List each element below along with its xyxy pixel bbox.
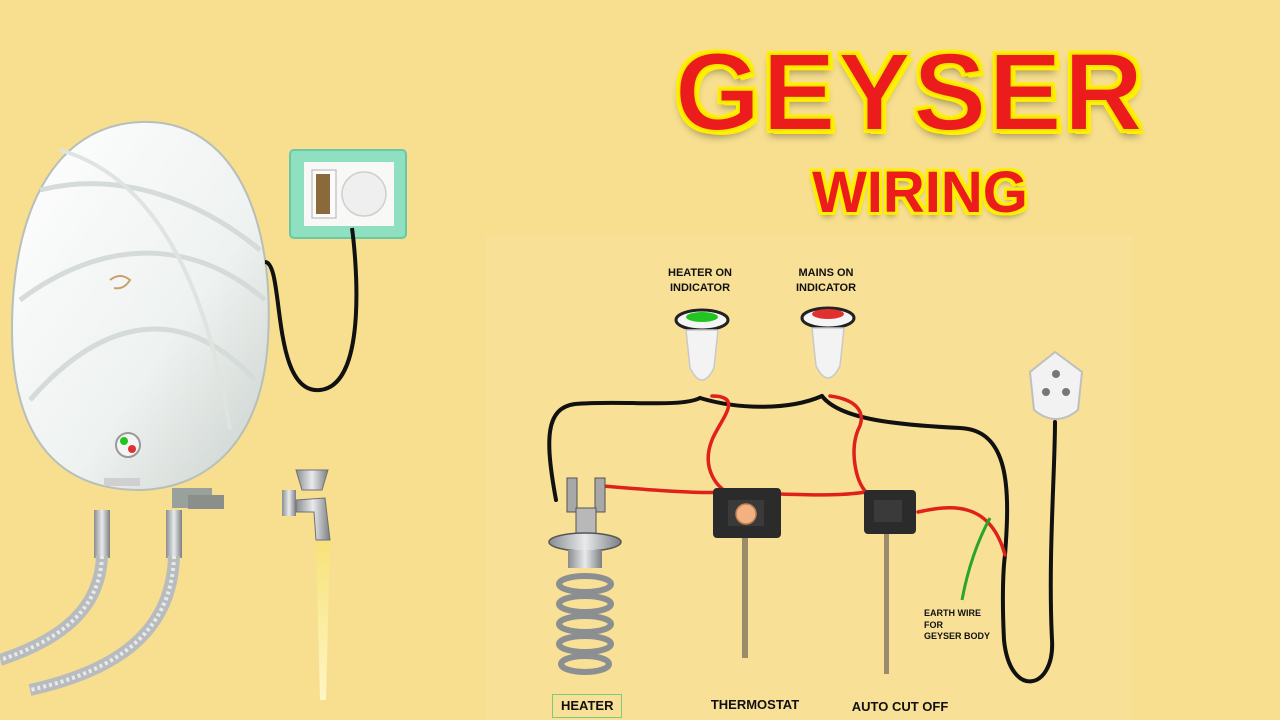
earth-wire-label-line3: GEYSER BODY xyxy=(924,631,991,642)
earth-wire-label-line2: FOR xyxy=(924,619,943,630)
mains-indicator-label: MAINS ON INDICATOR xyxy=(776,266,876,296)
heater-indicator-label-line1: HEATER ON xyxy=(668,267,732,279)
water-tap-icon[interactable] xyxy=(282,469,331,541)
heater-label: HEATER xyxy=(552,694,623,718)
wall-switch-icon[interactable] xyxy=(289,149,407,239)
geyser-hoses xyxy=(0,510,182,696)
auto-cut-off-label: AUTO CUT OFF xyxy=(851,699,949,714)
heater-indicator-lamp-icon xyxy=(674,308,730,381)
thermostat-icon xyxy=(713,488,781,658)
thermostat-label: THERMOSTAT xyxy=(710,697,800,712)
switch-cable xyxy=(264,227,359,393)
page-title: GEYSER xyxy=(674,31,1146,154)
earth-wire xyxy=(960,517,992,601)
mains-indicator-label-line2: INDICATOR xyxy=(795,281,857,294)
geyser-icon xyxy=(10,120,270,509)
three-pin-plug-icon[interactable] xyxy=(1028,350,1084,420)
neutral-wires xyxy=(547,394,1057,684)
heater-element-icon xyxy=(548,477,622,675)
earth-wire-label: EARTH WIRE FOR GEYSER BODY xyxy=(924,608,990,643)
heater-indicator-label-line2: INDICATOR xyxy=(669,281,731,294)
water-stream xyxy=(316,542,330,700)
auto-cutoff-icon xyxy=(864,490,916,674)
mains-indicator-label-line1: MAINS ON xyxy=(798,267,854,279)
earth-wire-label-line1: EARTH WIRE xyxy=(924,608,981,618)
diagram-panel xyxy=(486,236,1132,720)
heater-indicator-label: HEATER ON INDICATOR xyxy=(650,266,750,296)
mains-indicator-lamp-icon xyxy=(800,306,856,379)
page-subtitle: WIRING xyxy=(812,160,1028,225)
